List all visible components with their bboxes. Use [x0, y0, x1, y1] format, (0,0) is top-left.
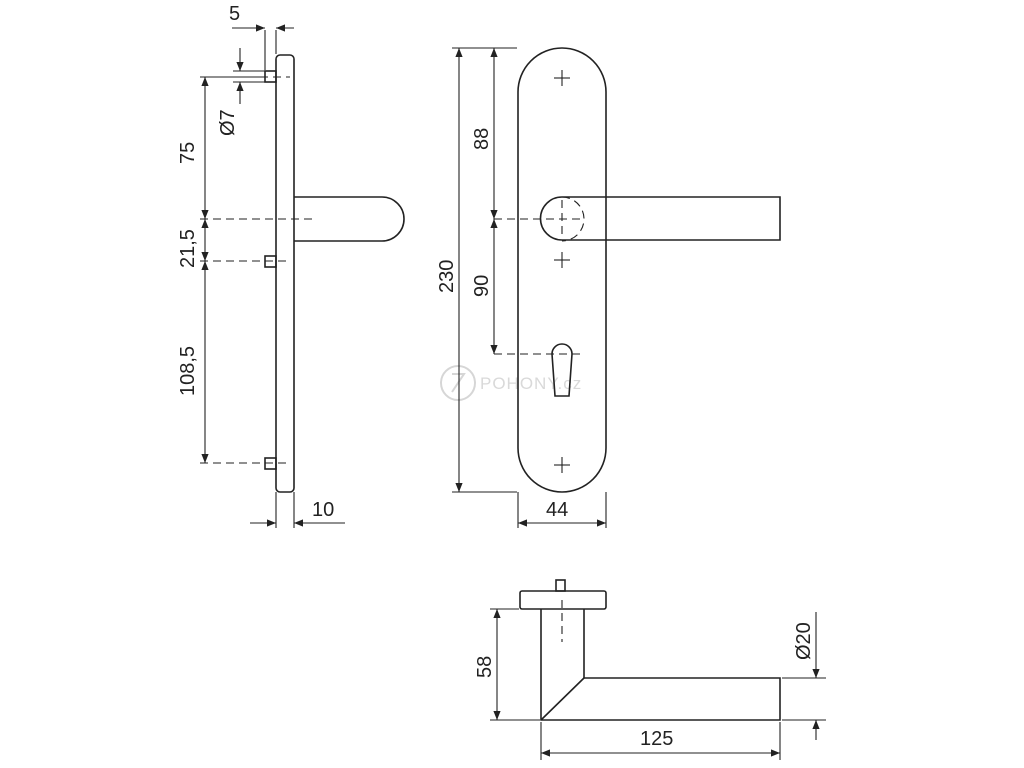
screw-mark-bottom: [554, 457, 570, 473]
dim-lever-length: 125: [640, 728, 673, 750]
dim-mid: 21,5: [177, 229, 199, 268]
front-plate: [517, 47, 607, 493]
dim-upper: 75: [177, 142, 199, 164]
rose: [519, 590, 607, 610]
watermark: POHONY.cz: [440, 365, 582, 401]
dim-plate-width: 44: [546, 499, 568, 521]
side-lever: [294, 196, 405, 242]
dim-lever-diameter: Ø20: [793, 622, 815, 660]
side-view: 5 Ø7 75 21,5 108,5 10: [177, 3, 405, 528]
dim-projection: 58: [474, 656, 496, 678]
bottom-view: 58 125 Ø20: [474, 579, 826, 760]
l-lever: [540, 609, 781, 721]
cylinder-hole: [551, 343, 573, 397]
watermark-text: POHONY.cz: [480, 374, 582, 393]
dim-top-to-handle: 88: [471, 128, 493, 150]
side-plate: [275, 54, 295, 493]
rose-screw: [555, 579, 566, 592]
dim-total-height: 230: [436, 260, 458, 293]
dim-screw-offset: 5: [229, 3, 240, 25]
dim-lower: 108,5: [177, 346, 199, 396]
front-view: 230 88 90 44: [436, 47, 781, 528]
screw-mark-top: [554, 70, 570, 86]
screw-mark-mid: [554, 252, 570, 268]
dim-plate-thickness: 10: [312, 499, 334, 521]
dim-handle-to-cylinder: 90: [471, 275, 493, 297]
dim-screw-diameter: Ø7: [217, 109, 239, 136]
front-lever: [539, 196, 781, 241]
